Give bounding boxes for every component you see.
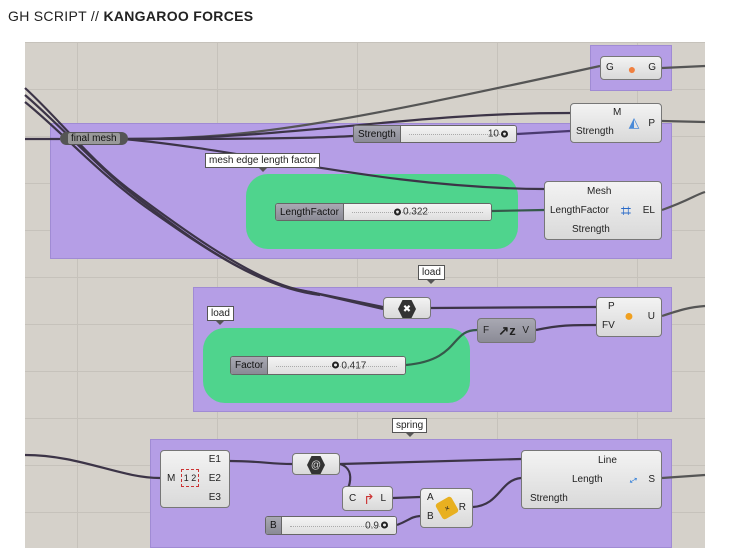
input-pin[interactable]: M <box>167 473 176 484</box>
hex-x-component[interactable]: ✖ <box>383 297 431 319</box>
input-pin[interactable]: LengthFactor <box>550 205 609 216</box>
output-pin[interactable]: E2 <box>208 473 221 484</box>
lightbulb-icon: ● <box>627 61 637 77</box>
output-pin[interactable]: S <box>648 474 655 485</box>
hexagon-x-icon: ✖ <box>398 300 416 318</box>
slider-label: B <box>266 517 282 534</box>
output-pin[interactable]: E3 <box>208 492 221 503</box>
input-pin[interactable]: Length <box>572 474 603 485</box>
input-pin[interactable]: C <box>349 493 357 504</box>
spring-length-icon: ↔ <box>621 467 643 489</box>
slider-value: 10 <box>487 128 499 140</box>
slider-knob[interactable] <box>501 130 508 138</box>
hexagon-curve-icon: @ <box>307 456 325 474</box>
mesh-edges-component[interactable]: M 1 2 E1 E2 E3 <box>160 450 230 508</box>
slider-value: 0.417 <box>341 360 367 371</box>
page-title: GH SCRIPT // KANGAROO FORCES <box>8 8 254 24</box>
input-pin[interactable]: M <box>613 107 622 118</box>
output-pin[interactable]: G <box>648 62 656 73</box>
slider-label: Factor <box>231 357 269 374</box>
slider-knob[interactable] <box>381 521 388 529</box>
input-pin[interactable]: Strength <box>572 224 610 235</box>
curve-length-component[interactable]: C ↱ L <box>342 486 393 511</box>
spring-component[interactable]: Line Length Strength ↔ S <box>521 450 662 509</box>
length-factor-slider[interactable]: LengthFactor 0.322 <box>275 203 492 221</box>
multiply-icon: × <box>434 495 460 521</box>
input-pin[interactable]: G <box>606 62 614 73</box>
slider-value: 0.9 <box>365 520 379 531</box>
factor-slider[interactable]: Factor 0.417 <box>230 356 406 375</box>
load-group-label: load <box>418 265 445 284</box>
slider-label: Strength <box>354 126 401 142</box>
input-pin[interactable]: F <box>483 325 490 336</box>
slider-value: 0.322 <box>402 206 428 218</box>
output-pin[interactable]: V <box>522 325 529 336</box>
explode-component[interactable]: @ <box>292 453 340 475</box>
output-pin[interactable]: U <box>647 311 655 322</box>
output-pin[interactable]: E1 <box>208 454 221 465</box>
vector-z-icon: ↗z <box>498 323 516 338</box>
input-pin[interactable]: Strength <box>530 493 568 504</box>
output-pin[interactable]: L <box>380 493 386 504</box>
unit-z-component[interactable]: F ↗z V <box>477 318 536 343</box>
spring-group-label: spring <box>392 418 428 437</box>
input-pin[interactable]: Strength <box>576 126 614 137</box>
mesh-edge-length-factor-label: mesh edge length factor <box>205 153 321 172</box>
load-pin-icon: ● <box>624 308 634 325</box>
input-pin[interactable]: Line <box>598 455 617 466</box>
strength-slider[interactable]: Strength 10 <box>353 125 517 143</box>
slider-knob[interactable] <box>393 208 401 216</box>
load-sub-label: load <box>207 306 234 325</box>
multiply-component[interactable]: A B × R <box>420 488 473 528</box>
input-pin[interactable]: P <box>608 301 615 312</box>
slider-label: LengthFactor <box>276 204 344 220</box>
iron-icon: ◭ <box>628 113 640 130</box>
output-pin[interactable]: R <box>458 502 466 513</box>
input-pin[interactable]: A <box>427 492 434 503</box>
output-pin[interactable]: P <box>648 118 655 129</box>
mesh-net-icon: ⌗ <box>620 200 632 221</box>
input-pin[interactable]: Mesh <box>587 186 612 197</box>
b-slider[interactable]: B 0.9 <box>265 516 397 535</box>
edge-lengths-component[interactable]: Mesh LengthFactor Strength ⌗ EL <box>544 181 662 240</box>
pull-component[interactable]: M Strength ◭ P <box>570 103 662 143</box>
input-pin[interactable]: FV <box>602 320 615 331</box>
final-mesh-param[interactable]: final mesh <box>60 132 128 145</box>
input-pin[interactable]: B <box>427 511 434 522</box>
slider-knob[interactable] <box>332 361 340 369</box>
output-pin[interactable]: EL <box>642 205 655 216</box>
show-component[interactable]: G ● G <box>600 56 662 80</box>
mesh-edges-icon: 1 2 <box>181 469 199 487</box>
curve-length-icon: ↱ <box>363 490 375 507</box>
load-component[interactable]: P FV ● U <box>596 297 662 337</box>
